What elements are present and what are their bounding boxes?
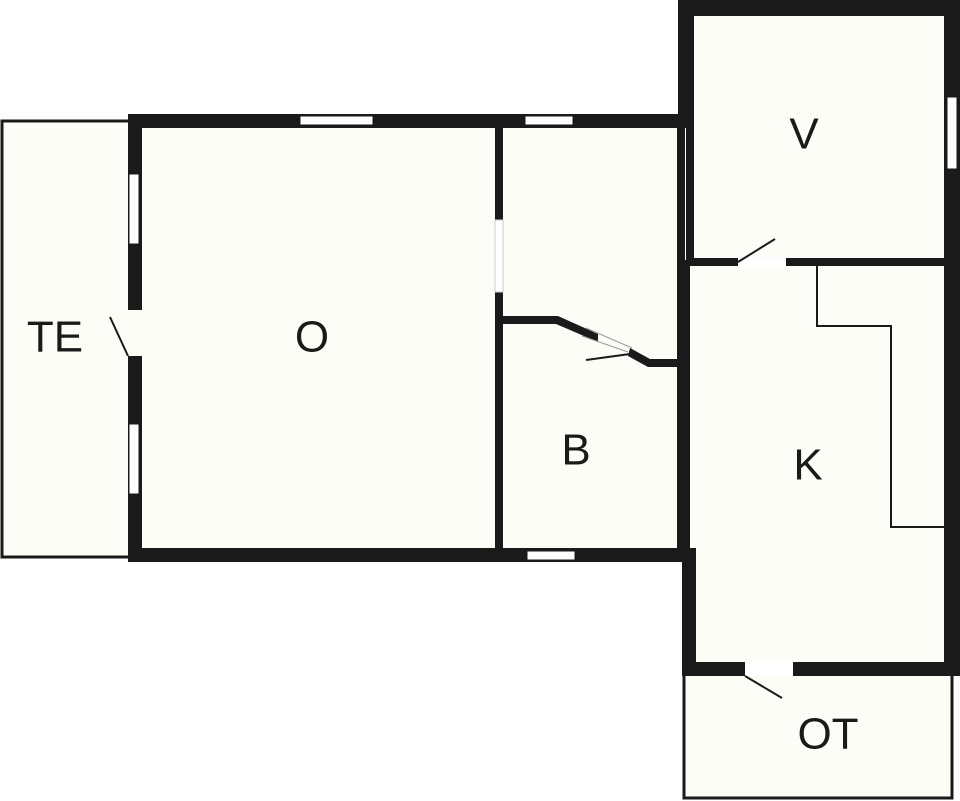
wall-top-main [128,114,688,128]
window-b-bottom [526,550,576,561]
label-v: V [789,110,819,159]
floor-east [686,10,952,668]
door-k-ot-opening [745,662,793,676]
label-k: K [793,441,822,490]
doors [109,219,793,699]
kitchen-counter [816,266,946,528]
label-te: TE [27,313,83,362]
wall-east-upper-left [678,0,694,128]
window-o-left-upper [128,173,140,245]
wall-v-k [690,258,950,266]
wall-k-bottom [682,662,960,676]
window-o-top [299,115,374,126]
windows [128,96,958,561]
window-o-left-lower [128,423,140,495]
door-te-o-opening [128,310,142,356]
label-ot: OT [797,710,858,759]
wall-b-top-left [503,316,598,342]
label-o: O [295,313,329,362]
door-k-ot-swing [744,675,783,699]
wall-top-east [678,0,960,16]
room-te [0,119,134,559]
window-b-top [524,115,574,126]
window-v-right [946,96,958,170]
wall-k-left-lower [682,548,696,676]
door-b-swing [585,353,631,361]
wall-bottom-main [128,548,690,562]
door-b-leaf-a [585,327,633,349]
label-b: B [561,426,590,475]
wall-v-left [686,120,694,265]
wall-b-top-right [628,348,680,367]
wall-b-right [677,122,685,554]
wall-o-b [495,122,503,554]
floor-main [134,122,684,556]
door-b-leaf-b [581,335,629,353]
door-o-b-opening [494,219,504,293]
door-v-k-swing [737,238,776,263]
door-te-o-swing [109,316,129,357]
door-v-k-opening [738,258,786,266]
